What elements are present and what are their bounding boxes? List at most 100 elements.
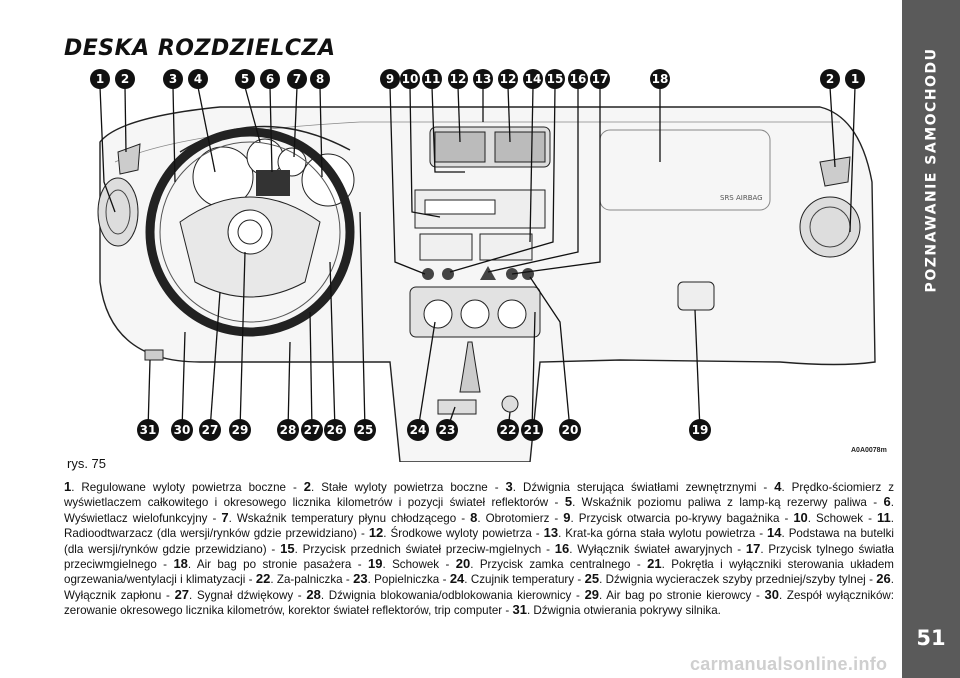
- callout-29: 29: [229, 419, 251, 441]
- glovebox-handle: [677, 281, 715, 311]
- callouts-bottom: 31 30 27 29 28 27 26 25 24 23 22 21 20 1…: [137, 419, 711, 441]
- steering-wheel: [145, 127, 355, 337]
- svg-text:29: 29: [232, 423, 249, 437]
- callout-13: 13: [473, 69, 493, 89]
- svg-text:27: 27: [304, 423, 321, 437]
- bonnet-release-lever: [144, 349, 164, 361]
- svg-text:12: 12: [450, 72, 467, 86]
- caption-number: 9: [563, 509, 571, 525]
- svg-text:1: 1: [96, 72, 104, 86]
- callout-4: 4: [188, 69, 208, 89]
- trunk-button: [422, 268, 434, 280]
- caption-number: 3: [505, 479, 513, 494]
- callout-26: 26: [324, 419, 346, 441]
- svg-text:10: 10: [402, 72, 419, 86]
- callout-17: 17: [590, 69, 610, 89]
- svg-text:27: 27: [202, 423, 219, 437]
- caption-text: . Air bag po stronie kierowcy -: [599, 588, 765, 602]
- caption-text: . Przycisk otwarcia po-krywy bagażnika -: [570, 511, 794, 525]
- caption-number: 2: [303, 479, 312, 494]
- callout-27: 27: [199, 419, 221, 441]
- caption-number: 25: [584, 571, 600, 587]
- center-gauge: [246, 138, 284, 176]
- caption-number: 5: [564, 494, 573, 510]
- caption-number: 18: [173, 556, 188, 572]
- svg-text:18: 18: [652, 72, 669, 86]
- svg-text:17: 17: [592, 72, 609, 86]
- dashboard-figure: SRS AIRBAG: [90, 69, 876, 462]
- svg-text:13: 13: [475, 72, 492, 86]
- caption-number: 1: [64, 479, 72, 494]
- svg-text:23: 23: [439, 423, 456, 437]
- caption-number: 30: [764, 586, 779, 602]
- callout-12b: 12: [498, 69, 518, 89]
- svg-text:19: 19: [692, 423, 709, 437]
- climate-knob-right: [497, 299, 527, 329]
- multifunction-display: [256, 170, 290, 196]
- fog-light-button: [442, 268, 454, 280]
- caption-number: 14: [767, 525, 782, 541]
- callout-1b: 1: [845, 69, 865, 89]
- gear-lever: [459, 341, 481, 393]
- svg-text:26: 26: [327, 423, 344, 437]
- callout-16: 16: [568, 69, 588, 89]
- caption-text: . Obrotomierz -: [477, 511, 564, 525]
- callout-15: 15: [545, 69, 565, 89]
- svg-text:4: 4: [194, 72, 202, 86]
- caption-text: . Przycisk tylnego światła przeciwmgieln…: [64, 542, 894, 572]
- callout-5: 5: [235, 69, 255, 89]
- caption-text: . Czujnik temperatury -: [464, 573, 585, 587]
- storage-bin: [419, 233, 473, 261]
- callout-7: 7: [287, 69, 307, 89]
- caption-text: . Dźwignia wycieraczek szyby przedniej/s…: [599, 573, 877, 587]
- caption-number: 19: [367, 556, 383, 572]
- caption-number: 15: [280, 540, 295, 556]
- caption-number: 10: [793, 509, 808, 525]
- svg-text:28: 28: [280, 423, 297, 437]
- caption-number: 11: [877, 509, 891, 525]
- callout-11: 11: [422, 69, 442, 89]
- svg-text:16: 16: [570, 72, 587, 86]
- caption-text: . Dźwignia sterująca światłami zewnętrzn…: [512, 481, 775, 494]
- callout-10: 10: [400, 69, 420, 89]
- leader-lines: [99, 86, 856, 275]
- svg-text:3: 3: [169, 72, 177, 86]
- svg-text:2: 2: [826, 72, 834, 86]
- svg-text:25: 25: [357, 423, 374, 437]
- caption-text: . Popielniczka -: [367, 573, 450, 587]
- caption-number: 13: [543, 525, 559, 541]
- caption-number: 29: [584, 586, 600, 602]
- caption-text: . Przycisk przednich świateł przeciw-mgi…: [294, 542, 555, 556]
- callout-2: 2: [115, 69, 135, 89]
- svg-text:2: 2: [121, 72, 129, 86]
- caption-number: 8: [470, 509, 478, 525]
- svg-text:5: 5: [241, 72, 249, 86]
- svg-text:24: 24: [410, 423, 427, 437]
- callout-19: 19: [689, 419, 711, 441]
- svg-text:7: 7: [293, 72, 301, 86]
- caption-text: . Stałe wyloty powietrza boczne -: [311, 481, 506, 494]
- callout-3: 3: [163, 69, 183, 89]
- caption-number: 16: [554, 540, 570, 556]
- caption-text: . Dźwignia blokowania/odblokowania kiero…: [320, 588, 585, 602]
- caption-text: . Regulowane wyloty powietrza boczne -: [71, 481, 304, 494]
- right-side-vent: [799, 196, 861, 258]
- left-fixed-vent: [117, 143, 141, 175]
- caption-text: . Schowek -: [807, 511, 877, 525]
- callout-21: 21: [521, 419, 543, 441]
- caption-text: . Prędko-ściomierz z wyświetlaczem całko…: [64, 481, 894, 510]
- caption-text: . Dźwignia otwierania pokrywy silnika.: [526, 604, 721, 618]
- caption-text: . Zespół wyłączników: zerowanie okresowe…: [64, 588, 894, 618]
- callout-27b: 27: [301, 419, 323, 441]
- callout-22: 22: [497, 419, 519, 441]
- climate-knob-center: [460, 299, 490, 329]
- callout-28: 28: [277, 419, 299, 441]
- caption-number: 12: [368, 525, 384, 541]
- callout-1: 1: [90, 69, 110, 89]
- svg-text:15: 15: [547, 72, 564, 86]
- svg-text:21: 21: [524, 423, 541, 437]
- airbag-text: SRS AIRBAG: [720, 194, 763, 202]
- svg-text:1: 1: [851, 72, 859, 86]
- caption-number: 28: [306, 586, 321, 602]
- caption-number: 17: [745, 540, 761, 556]
